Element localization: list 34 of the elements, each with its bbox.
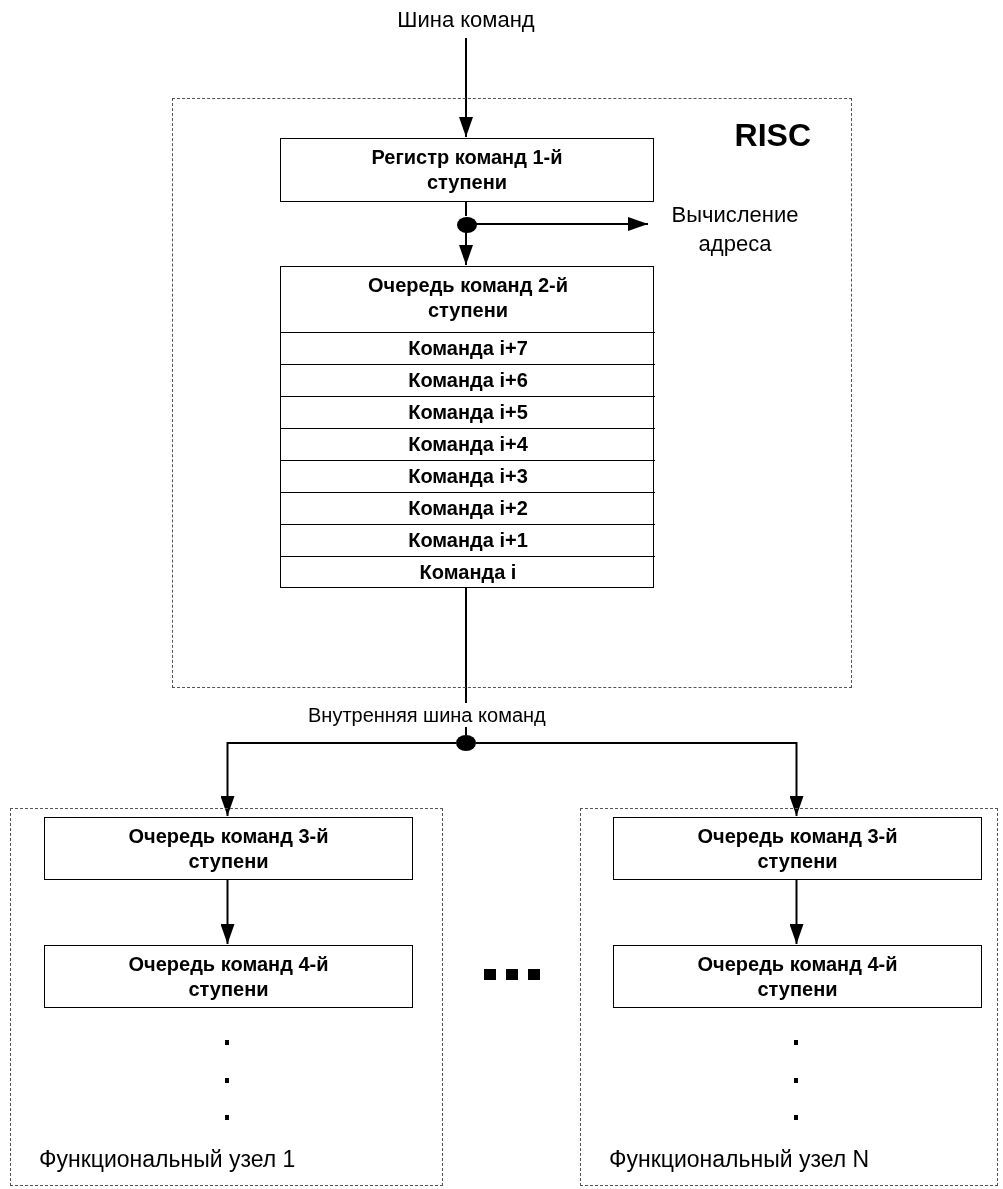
queue-box	[280, 266, 654, 588]
process-box: Очередь команд 3-й ступени	[613, 817, 982, 880]
arrow	[459, 37, 473, 138]
output-label: Вычисление адреса	[670, 201, 800, 258]
process-box: Очередь команд 3-й ступени	[44, 817, 413, 880]
arrow	[220, 878, 235, 945]
arrow	[789, 878, 804, 945]
process-box: Регистр команд 1-й ступени	[280, 138, 654, 202]
dashed-group-frame	[580, 808, 998, 1186]
bus-label: Внутренняя шина команд	[306, 703, 548, 727]
group-title: Функциональный узел 1	[39, 1146, 296, 1173]
arrow	[220, 742, 457, 817]
junction-dot	[457, 217, 477, 233]
queue-row: Команда i+3	[281, 460, 655, 492]
arrow	[459, 231, 473, 266]
process-box: Очередь команд 4-й ступени	[613, 945, 982, 1008]
arrow	[475, 217, 649, 231]
queue-row: Команда i+7	[281, 332, 655, 364]
connector-line	[465, 200, 467, 217]
dashed-group-frame	[172, 98, 852, 688]
queue-title: Очередь команд 2-й ступени	[367, 273, 569, 323]
queue-row: Команда i+2	[281, 492, 655, 524]
bus-label: Шина команд	[396, 6, 536, 34]
queue-row: Команда i+4	[281, 428, 655, 460]
queue-row: Команда i+5	[281, 396, 655, 428]
group-title: Функциональный узел N	[609, 1146, 870, 1173]
queue-row: Команда i	[281, 556, 655, 588]
group-title: RISC	[734, 117, 811, 154]
queue-row: Команда i+6	[281, 364, 655, 396]
junction-dot	[456, 735, 476, 751]
queue-row: Команда i+1	[281, 524, 655, 556]
process-box: Очередь команд 4-й ступени	[44, 945, 413, 1008]
dashed-group-frame	[10, 808, 443, 1186]
arrow	[475, 742, 804, 817]
